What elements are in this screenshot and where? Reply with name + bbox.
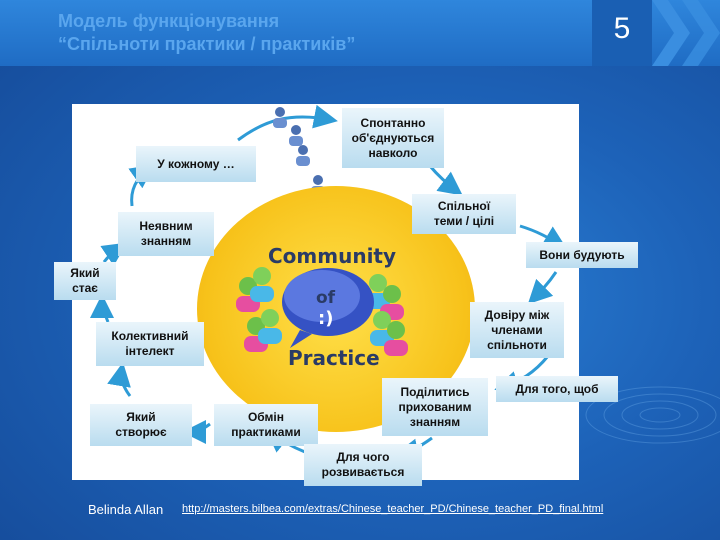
slide-number: 5 [613, 12, 631, 45]
of-text: of [316, 288, 336, 308]
slide-number-box: 5 [592, 0, 652, 66]
label-yakyi-staie: Який стає [54, 262, 116, 300]
author-name: Belinda Allan [88, 502, 164, 517]
source-link[interactable]: http://masters.bilbea.com/extras/Chinese… [182, 503, 604, 515]
slide-title: Модель функціонування “Спільноти практик… [58, 11, 356, 54]
smiley-text: :) [318, 308, 334, 329]
person-green-icon [258, 309, 282, 344]
label-doviru: Довіру між членами спільноти [470, 302, 564, 358]
label-vony-buduiut: Вони будують [526, 242, 638, 268]
person-green-icon [250, 267, 274, 302]
person-icon-1 [273, 107, 287, 128]
practice-text: Practice [288, 346, 380, 370]
person-green-icon [380, 285, 404, 320]
label-obmin: Обмін практиками [214, 404, 318, 446]
label-spontanno: Спонтанно об'єднуються навколо [342, 108, 444, 168]
label-neiavnym: Неявним знанням [118, 212, 214, 256]
label-dlia-toho: Для того, щоб [496, 376, 618, 402]
label-podilytys: Поділитись прихованим знанням [382, 378, 488, 436]
chevron-decoration-icon [652, 0, 720, 66]
person-icon-2 [289, 125, 303, 146]
slide-header: Модель функціонування “Спільноти практик… [0, 0, 720, 66]
label-yakyi-stvoriuie: Який створює [90, 404, 192, 446]
label-kolektyvnyi: Колективний інтелект [96, 322, 204, 366]
person-green-icon [384, 321, 408, 356]
label-spilnoi-temy: Спільної теми / цілі [412, 194, 516, 234]
person-icon-3 [296, 145, 310, 166]
label-u-kozhnomu: У кожному … [136, 146, 256, 182]
community-text: Community [268, 244, 397, 268]
label-dlia-choho: Для чого розвивається [304, 444, 422, 486]
speech-bubble-icon [282, 268, 374, 348]
